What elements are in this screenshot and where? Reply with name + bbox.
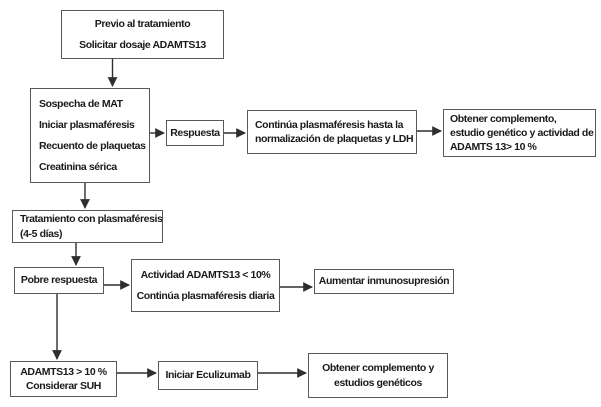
box-line: Recuento de plaquetas [39,140,146,153]
box-continua-plasmaferesis: Continúa plasmaféresis hasta la normaliz… [247,110,417,154]
box-obtener-complemento-actividad: Obtener complemento, estudio genético y … [443,109,596,157]
box-line: Sospecha de MAT [39,97,123,110]
box-line: Tratamiento con plasmaféresis [20,213,163,226]
box-line: Creatinina sérica [39,161,117,174]
box-tratamiento-plasmaferesis: Tratamiento con plasmaféresis (4-5 días) [12,210,163,243]
box-line: ADAMTS 13> 10 % [450,141,537,154]
box-line: Considerar SUH [26,380,101,392]
box-line: ADAMTS13 > 10 % [20,365,107,378]
box-line: estudios genéticos [334,376,422,389]
box-previo-al-tratamiento: Previo al tratamiento Solicitar dosaje A… [61,10,224,59]
box-line: estudio genético y actividad de [450,126,594,139]
box-line: Actividad ADAMTS13 < 10% [140,268,271,281]
box-actividad-adamts13: Actividad ADAMTS13 < 10% Continúa plasma… [131,259,280,312]
box-line: Continúa plasmaféresis diaria [136,290,275,303]
box-line: Solicitar dosaje ADAMTS13 [79,38,206,51]
box-iniciar-eculizumab: Iniciar Eculizumab [158,361,258,390]
box-line: normalización de plaquetas y LDH [255,133,414,145]
box-line: Respuesta [170,126,220,139]
box-line: Continúa plasmaféresis hasta la [255,118,404,131]
box-aumentar-inmunosupresion: Aumentar inmunosupresión [314,269,454,294]
box-line: Obtener complemento y [322,362,434,375]
box-respuesta: Respuesta [166,120,224,146]
box-line: Iniciar Eculizumab [165,369,251,382]
box-line: Previo al tratamiento [94,18,191,31]
box-line: (4-5 días) [20,227,63,240]
box-line: Pobre respuesta [20,274,98,287]
box-line: Obtener complemento, [450,112,557,125]
box-adamts13-considerar-suh: ADAMTS13 > 10 % Considerar SUH [10,361,117,397]
box-pobre-respuesta: Pobre respuesta [14,267,104,294]
box-line: Aumentar inmunosupresión [318,275,450,288]
box-obtener-complemento-geneticos: Obtener complemento y estudios genéticos [308,353,448,398]
box-line: Iniciar plasmaféresis [39,118,135,131]
box-sospecha-de-mat: Sospecha de MAT Iniciar plasmaféresis Re… [30,88,150,183]
